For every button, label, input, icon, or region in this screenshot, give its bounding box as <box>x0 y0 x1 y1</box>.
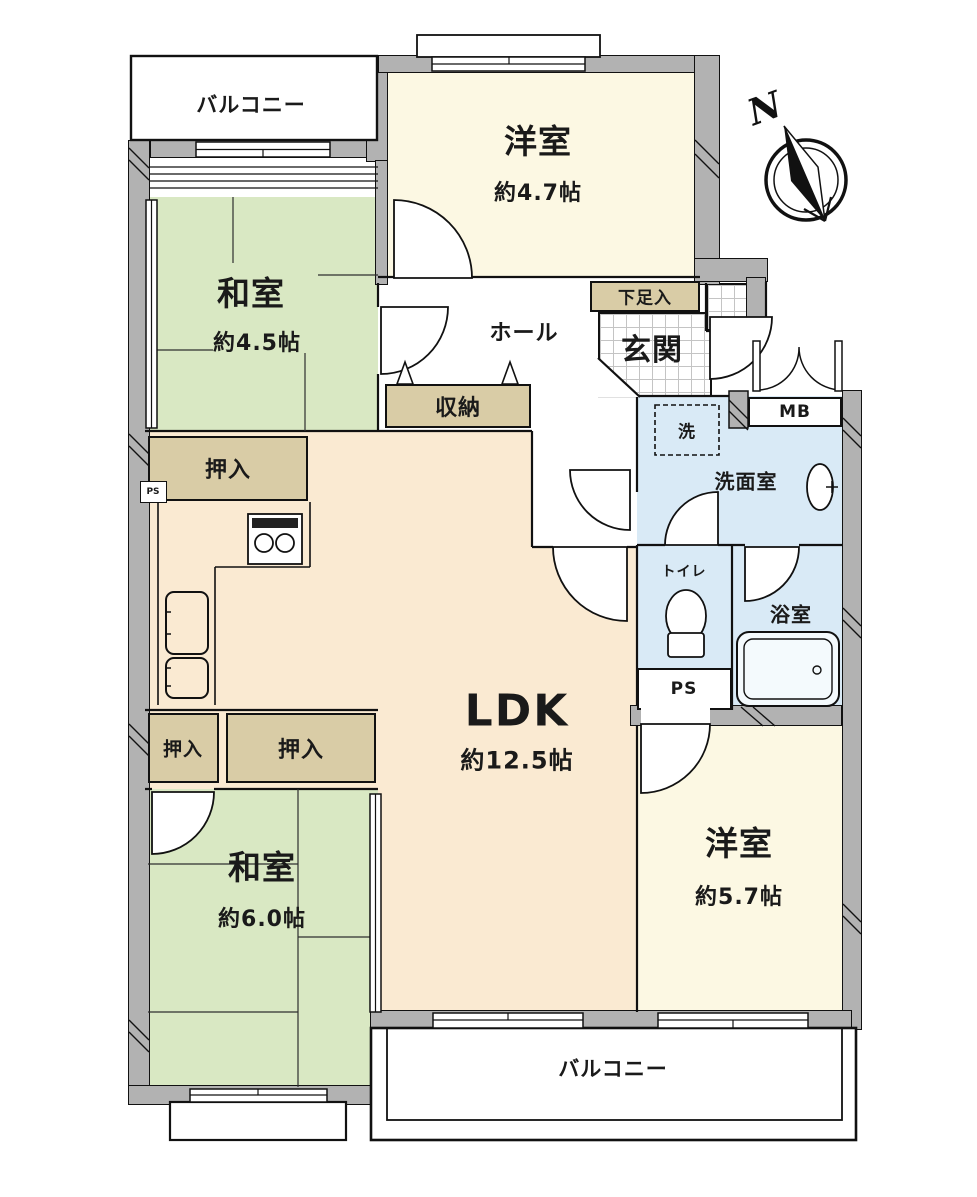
balcony-top-label: バルコニー <box>196 93 306 117</box>
meter-box-label: MB <box>779 402 811 422</box>
western47-name: 洋室 <box>504 122 572 161</box>
washer-label: 洗 <box>678 422 696 443</box>
entrance-porch-tile <box>706 283 748 331</box>
room-japanese-60 <box>150 789 378 1087</box>
western57-area: 約5.7帖 <box>695 885 783 910</box>
western47-ledge <box>416 34 601 58</box>
wall-top <box>378 55 700 73</box>
ldk-area: 約12.5帖 <box>460 746 574 775</box>
wall-porch-right <box>746 277 766 333</box>
closet-lower-right-label: 押入 <box>277 738 325 763</box>
wall-right <box>842 390 862 1030</box>
closet-upper-label: 押入 <box>204 458 252 483</box>
wall-japanese60-bottom <box>128 1085 378 1105</box>
washroom-label: 洗面室 <box>714 469 778 494</box>
wall-left <box>128 140 150 1103</box>
shoe-box <box>590 281 700 312</box>
ps-left-label: PS <box>146 487 160 497</box>
wall-western47-right <box>694 55 720 285</box>
ps-left-box <box>140 481 167 503</box>
closet-lower-right-box <box>226 713 376 783</box>
western57-name: 洋室 <box>705 824 773 863</box>
ldk-name: LDK <box>464 685 570 737</box>
hall-corridor <box>532 431 637 547</box>
toilet-label: トイレ <box>661 564 707 580</box>
closet-lower-left-label: 押入 <box>162 738 204 761</box>
shoe-box-label: 下足入 <box>618 288 672 309</box>
storage-box <box>385 384 531 428</box>
wall-under-balcony <box>150 140 368 158</box>
wall-bottom <box>370 1010 852 1032</box>
balcony-bottom-outline <box>369 1026 858 1142</box>
japanese60-name: 和室 <box>228 848 296 887</box>
western47-area: 約4.7帖 <box>494 181 582 206</box>
shutter-stripes <box>150 166 378 189</box>
storage-label: 収納 <box>434 396 482 421</box>
pipe-space-label: PS <box>670 679 698 699</box>
wall-divider-45-47 <box>375 160 388 285</box>
closet-lower-left-box <box>148 713 219 783</box>
japanese60-area: 約6.0帖 <box>218 907 306 932</box>
hall-label: ホール <box>489 321 559 346</box>
entrance-label: 玄関 <box>621 333 683 368</box>
veranda-bottom-left <box>168 1100 348 1142</box>
meter-box-doors <box>752 340 843 392</box>
japanese45-area: 約4.5帖 <box>213 331 301 356</box>
compass-north-label: N <box>741 83 789 135</box>
bathroom-label: 浴室 <box>770 602 812 627</box>
japanese45-name: 和室 <box>217 274 285 313</box>
room-western-57 <box>637 726 842 1012</box>
compass-icon: N <box>741 83 848 222</box>
balcony-bottom-label: バルコニー <box>558 1057 668 1081</box>
meter-box <box>748 397 842 427</box>
closet-upper-box <box>148 436 308 501</box>
folding-door-marks <box>395 359 520 385</box>
